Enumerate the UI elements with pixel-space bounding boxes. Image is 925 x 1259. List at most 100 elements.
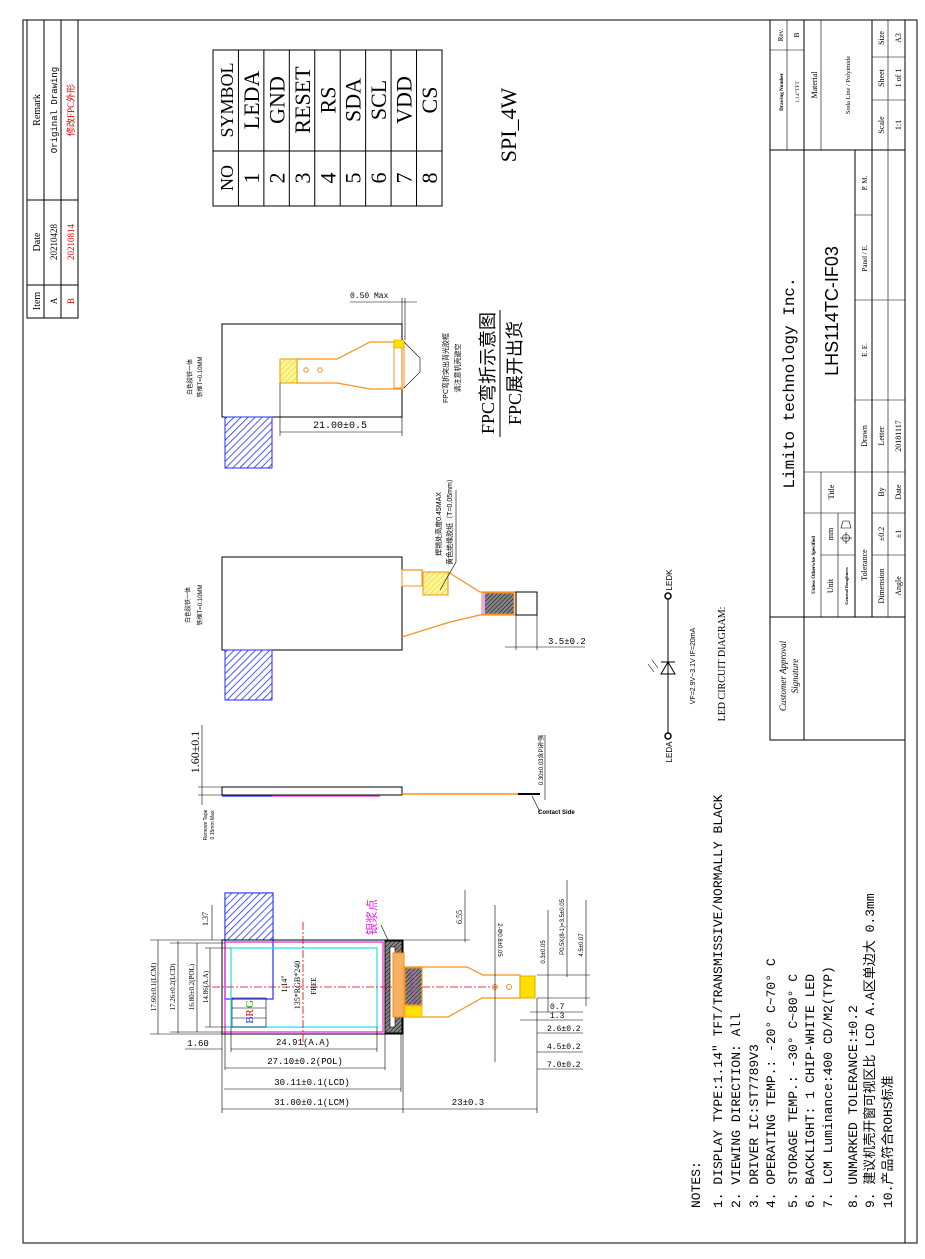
pm-label: P. M. — [861, 175, 869, 190]
sheet-value: 1 of 1 — [894, 69, 903, 88]
pin-symbol: CS — [417, 87, 442, 114]
dim-1-60: 1.60 — [187, 1039, 209, 1049]
front-view: R G B 1.14" 135*RGB*240 FREE 17.60±0.1(L… — [150, 880, 590, 1113]
rgb-pixel-box — [231, 997, 267, 1028]
projection-symbol-icon — [840, 520, 852, 544]
revision-row-a-date: 20210428 — [49, 224, 59, 261]
dim-aa-width: 24.91(A.A) — [276, 1038, 330, 1048]
scale-value: 1:1 — [894, 120, 903, 130]
silver-paste-label: 银浆点 — [364, 899, 379, 935]
size-label: Size — [877, 31, 886, 45]
panel-label: Panel / E. — [861, 244, 869, 271]
dim-module-thickness: 1.60±0.1 — [188, 731, 202, 774]
dim-pin-width: 0.3±0.05 — [541, 940, 547, 964]
fpc-gold-fingers — [519, 975, 536, 999]
sheet-border — [22, 19, 918, 1244]
unless-specified-label: Unless Otherwise Specified — [812, 536, 817, 594]
dim-1-3: 1.3 — [550, 1012, 565, 1021]
dim-lcd-width: 30.11±0.1(LCD) — [274, 1078, 350, 1088]
title-label: Title — [827, 484, 836, 499]
pin-symbol: RESET — [290, 66, 315, 134]
frame-label-2: 铁框T=0.10MM — [196, 357, 204, 398]
fpc-outline — [296, 341, 403, 390]
led-diode-icon — [660, 661, 676, 675]
dim-fpc-thickness: 0.30±0.03含PI补强 — [537, 735, 545, 785]
tape-max-label: 0.15mm Max — [210, 810, 216, 839]
dim-fpc-length: 23±0.3 — [452, 1098, 484, 1108]
revision-table: Item Date Remark A 20210428 Original Dra… — [26, 19, 79, 319]
note-item: 1. DISPLAY TYPE:1.14" TFT/TRANSMISSIVE/N… — [711, 794, 726, 1208]
insulation-tape — [422, 571, 449, 596]
pin-symbol: SCL — [366, 80, 391, 120]
by-label: By — [877, 487, 886, 496]
material-value: Soda Line / Polyimide — [845, 56, 852, 114]
remove-tape-hatch — [224, 416, 273, 469]
rev-value: B — [793, 32, 801, 37]
module-back-outline — [221, 323, 403, 418]
dim-connector-width: 4.5±0.07 — [579, 933, 585, 957]
remove-tape-hatch — [224, 649, 273, 701]
note-item: 6. BACKLIGHT: 1 CHIP-WHITE LED — [803, 974, 818, 1208]
scale-label: Scale — [877, 116, 886, 134]
dim-fpc-protrusion: 0.50 Max — [350, 292, 389, 301]
pin-number: 7 — [392, 173, 417, 184]
note-item: 7. LCM Luminance:400 CD/M2(TYP) — [821, 966, 836, 1208]
unit-value: mm — [826, 527, 835, 540]
angle-tolerance: ±1 — [894, 530, 903, 538]
note-item: 4. OPERATING TEMP.: -20° C~70° C — [764, 958, 779, 1208]
dim-4-5: 4.5±0.2 — [547, 1043, 581, 1052]
note-item: 2. VIEWING DIRECTION: All — [729, 1013, 744, 1208]
dim-lcm-width: 31.00±0.1(LCM) — [274, 1098, 350, 1108]
dim-holes: 2-Φ0.8±0.05 — [496, 923, 502, 957]
pin-symbol: VDD — [392, 76, 417, 124]
revision-row-a-item: A — [49, 297, 59, 304]
led-spec: VF=2.9V~3.1V IF=20mA — [690, 627, 697, 704]
revision-row-b-item: B — [66, 298, 76, 304]
resolution-label: 135*RGB*240 — [293, 961, 302, 1009]
note-item: 10.产品符合ROHS标准 — [880, 1075, 896, 1208]
pin-number: 5 — [341, 173, 366, 184]
pin-table: NO SYMBOL 1LEDA2GND3RESET4RS5SDA6SCL7VDD… — [212, 49, 443, 207]
interface-label: SPI_4W — [496, 87, 521, 162]
remove-tape-label: Remove Tape — [203, 809, 209, 840]
rev-label: Rev. — [777, 28, 785, 41]
note-item: 5. STORAGE TEMP.: -30° C~80° C — [786, 974, 801, 1208]
display-size-label: 1.14" — [280, 975, 289, 992]
drawing-number: 1.14"TFT — [795, 81, 801, 103]
angle-label: Angle — [894, 576, 903, 596]
fpc-bend-diagram-title: FPC弯折示意图 — [478, 312, 498, 434]
pin-symbol: LEDA — [239, 71, 264, 130]
leda-label: LEDA — [665, 741, 674, 763]
revision-row-b-remark: 修改FPC外形 — [65, 84, 76, 136]
fpc-flat-shipping-label: FPC展开出货 — [505, 321, 525, 425]
revision-header-date: Date — [32, 232, 43, 251]
fpc-bend-note-1: FPC弯折突出背光胶框 — [441, 333, 450, 403]
pin-symbol: RS — [315, 87, 340, 114]
frame-label-1: 白色胶铁一体 — [186, 359, 194, 395]
signature-label: Signature — [790, 659, 800, 694]
frame-label-1: 白色胶铁一体 — [184, 587, 192, 623]
drawn-by: Letter — [877, 426, 886, 445]
module-back-outline — [221, 556, 403, 651]
dim-2-6: 2.6±0.2 — [547, 1025, 581, 1034]
dim-7-0: 7.0±0.2 — [547, 1061, 581, 1070]
fpc-connector-stiffener — [279, 358, 298, 384]
fpc-bend-note-2: 请注意机壳避空 — [453, 344, 462, 393]
led-circuit-diagram: LEDK LEDA VF=2.9V~3.1V IF=20mA LED CIRCU… — [647, 569, 728, 763]
drawn-date: 20181117 — [894, 420, 903, 451]
ledk-terminal — [664, 592, 672, 600]
size-value: A3 — [894, 33, 903, 43]
revision-header-item: Item — [32, 292, 43, 311]
rgb-b: B — [244, 1016, 256, 1023]
frame-label-2: 铁框T=0.10MM — [196, 585, 204, 626]
rgb-r: R — [244, 1009, 256, 1017]
dimension-label: Dimension — [877, 568, 886, 603]
dim-lcm-height: 17.60±0.1(LCM) — [150, 962, 158, 1011]
revision-row-b-date: 20210814 — [66, 224, 76, 261]
material-label: Material — [810, 71, 819, 99]
drawn-label: Drawn — [860, 425, 869, 447]
note-item: 8. UNMARKED TOLERANCE:±0.2 — [846, 1005, 861, 1208]
pin-symbol: SDA — [341, 78, 366, 122]
revision-row-a-remark: Original Drawing — [50, 67, 60, 153]
